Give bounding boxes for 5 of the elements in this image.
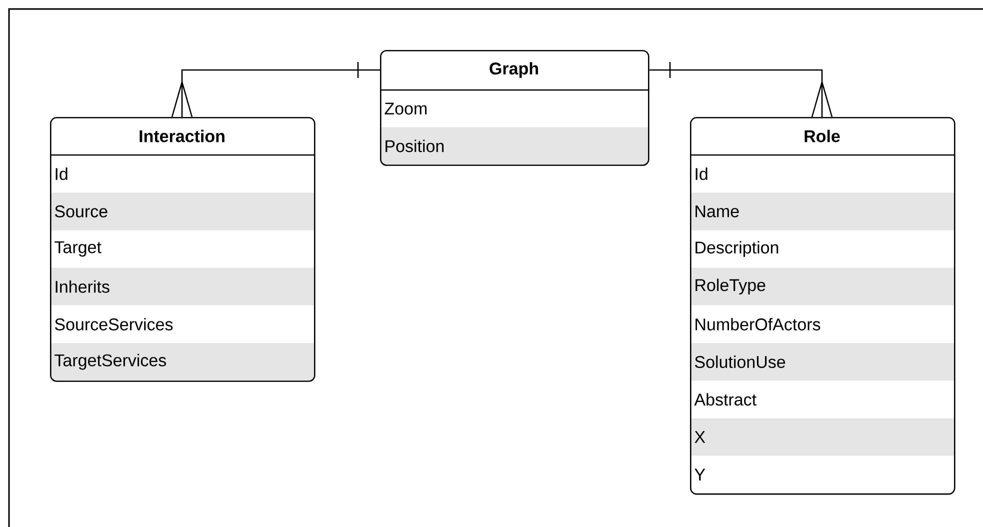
relationship-line [648, 61, 833, 118]
entity-table: Interaction Id Source Target Inherits SourceServices TargetServices [50, 117, 316, 382]
entity-table: Role Id Name Description RoleType NumberOfActors SolutionUse Abstract X Y [690, 117, 956, 495]
relationship-line [171, 61, 381, 118]
entity-table: Graph Zoom Position [380, 50, 650, 166]
